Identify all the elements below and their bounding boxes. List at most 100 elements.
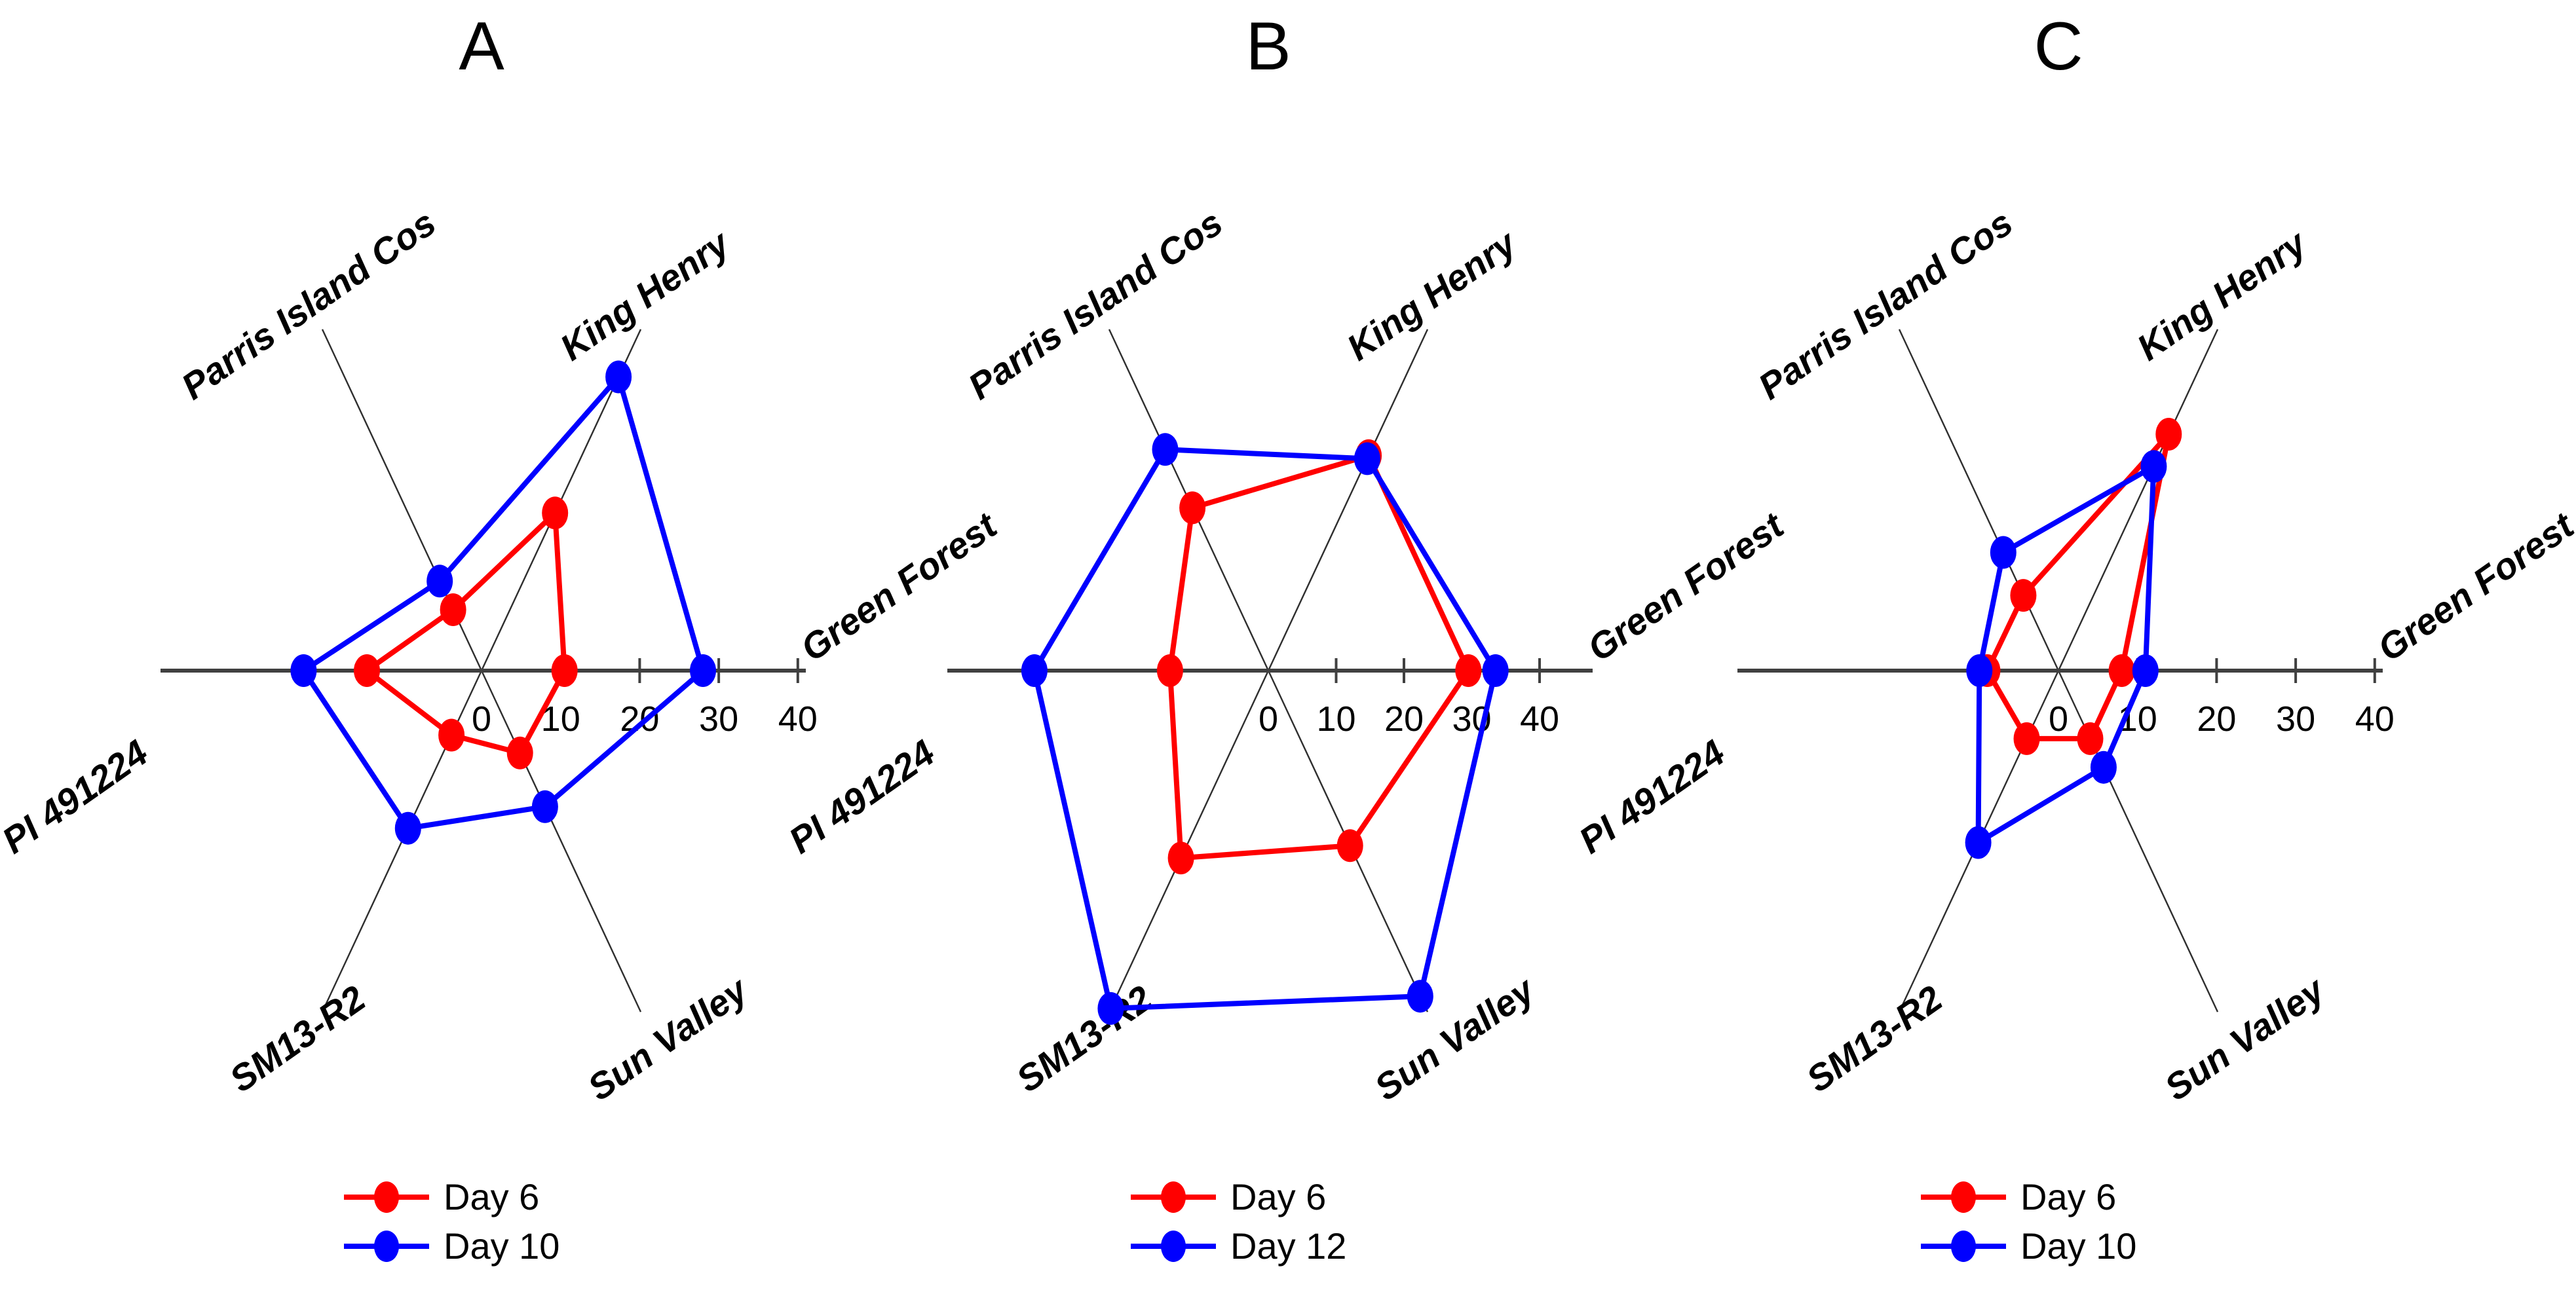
legend-item: Day 10 [344, 1225, 559, 1267]
data-point-day-6-sun-valley [506, 736, 533, 770]
legend-item: Day 12 [1131, 1225, 1346, 1267]
legend-item: Day 6 [344, 1176, 539, 1217]
axis-label-parris-island-cos: Parris Island Cos [1751, 202, 2020, 407]
axis-label-parris-island-cos: Parris Island Cos [174, 202, 443, 407]
data-point-day-10-sun-valley [2090, 751, 2117, 784]
tick-label-40: 40 [778, 699, 818, 739]
data-point-day-10-king-henry [2140, 450, 2167, 483]
data-point-day-10-parris-island-cos [1990, 536, 2017, 569]
legend-item: Day 6 [1921, 1176, 2116, 1217]
legend-dot-day12 [1161, 1231, 1186, 1262]
legend-item: Day 6 [1131, 1176, 1326, 1217]
data-point-day-6-green-forest [2108, 654, 2135, 687]
axis-label-sun-valley: Sun Valley [2157, 968, 2334, 1109]
axis-label-pi-491224: PI 491224 [0, 732, 155, 861]
legend-label-day12: Day 12 [1230, 1225, 1346, 1267]
tick-label-30: 30 [699, 699, 738, 739]
legend-label-day6: Day 6 [444, 1176, 539, 1217]
tick-label-20: 20 [1384, 699, 1424, 739]
data-point-day-10-pi-491224 [1966, 654, 1993, 687]
legend-dot-day10 [1951, 1231, 1976, 1262]
tick-label-40: 40 [1520, 699, 1559, 739]
panel-c-title: C [2034, 9, 2083, 84]
tick-label-30: 30 [2276, 699, 2315, 739]
tick-label-0: 0 [2049, 699, 2068, 739]
data-point-day-6-sm13-r2 [438, 718, 465, 752]
tick-label-0: 0 [1259, 699, 1278, 739]
legend-label-day10: Day 10 [2020, 1225, 2136, 1267]
data-point-day-6-parris-island-cos [1179, 491, 1206, 525]
legend-item: Day 10 [1921, 1225, 2136, 1267]
legend-label-day6: Day 6 [2020, 1176, 2116, 1217]
axis-label-king-henry: King Henry [552, 221, 738, 369]
tick-label-0: 0 [472, 699, 491, 739]
data-point-day-12-sm13-r2 [1097, 992, 1124, 1025]
tick-label-40: 40 [2355, 699, 2395, 739]
tick-label-10: 10 [1316, 699, 1355, 739]
panel-a-legend: Day 6 Day 10 [344, 1176, 559, 1267]
legend-dot-day6 [374, 1181, 399, 1213]
axis-label-sun-valley: Sun Valley [580, 968, 757, 1109]
data-point-day-6-parris-island-cos [440, 593, 466, 626]
axis-label-parris-island-cos: Parris Island Cos [960, 202, 1230, 407]
axis-label-sm13-r2: SM13-R2 [1009, 977, 1160, 1100]
legend-label-day6: Day 6 [1230, 1176, 1326, 1217]
data-point-day-6-green-forest [551, 654, 578, 687]
axis-spoke-king-henry [2057, 329, 2219, 671]
data-point-day-10-sun-valley [531, 790, 558, 823]
panel-b-title: B [1245, 9, 1291, 84]
axis-label-pi-491224: PI 491224 [1572, 732, 1732, 861]
legend-dot-day6 [1161, 1181, 1186, 1213]
legend-dot-day6 [1951, 1181, 1976, 1213]
data-point-day-6-sm13-r2 [1167, 842, 1194, 875]
data-point-day-10-green-forest [2132, 654, 2159, 687]
panel-a-title: A [459, 9, 504, 84]
data-point-day-6-sun-valley [1336, 829, 1363, 862]
panel-c-legend: Day 6 Day 10 [1921, 1176, 2136, 1267]
data-point-day-6-sun-valley [2077, 722, 2104, 755]
data-point-day-6-king-henry [542, 496, 569, 530]
data-point-day-10-pi-491224 [290, 654, 317, 687]
data-point-day-12-parris-island-cos [1152, 433, 1179, 466]
series-polygon-day-6 [1167, 453, 1471, 861]
axis-label-green-forest: Green Forest [1580, 504, 1792, 669]
data-point-day-6-green-forest [1455, 654, 1482, 687]
data-point-day-10-parris-island-cos [426, 565, 453, 598]
data-point-day-10-green-forest [690, 654, 716, 687]
data-point-day-10-king-henry [605, 360, 632, 394]
data-point-day-12-green-forest [1482, 654, 1509, 687]
axis-spoke-sm13-r2 [1108, 670, 1270, 1012]
legend-label-day10: Day 10 [444, 1225, 559, 1267]
panel-b-legend: Day 6 Day 12 [1131, 1176, 1346, 1267]
data-point-day-6-parris-island-cos [2010, 579, 2037, 612]
axis-spoke-parris-island-cos [1898, 329, 2060, 671]
axis-label-king-henry: King Henry [2129, 221, 2315, 369]
data-point-day-6-king-henry [2155, 418, 2182, 451]
axis-spoke-king-henry [1267, 329, 1429, 671]
data-point-day-12-pi-491224 [1021, 654, 1048, 687]
data-point-day-10-sm13-r2 [394, 811, 421, 845]
data-point-day-12-king-henry [1354, 442, 1380, 475]
axis-label-king-henry: King Henry [1339, 221, 1525, 369]
data-point-day-6-pi-491224 [1156, 654, 1183, 687]
axis-label-green-forest: Green Forest [2370, 504, 2576, 669]
axis-spoke-sun-valley [480, 670, 642, 1012]
data-point-day-12-sun-valley [1407, 980, 1433, 1013]
tick-label-20: 20 [2197, 699, 2236, 739]
tick-label-20: 20 [620, 699, 659, 739]
axis-label-sun-valley: Sun Valley [1367, 968, 1544, 1109]
data-point-day-6-sm13-r2 [2013, 722, 2040, 755]
data-point-day-10-sm13-r2 [1965, 826, 1992, 859]
axis-label-pi-491224: PI 491224 [782, 732, 942, 861]
data-point-day-6-pi-491224 [354, 654, 380, 687]
axis-label-sm13-r2: SM13-R2 [222, 977, 373, 1100]
legend-dot-day10 [374, 1231, 399, 1262]
axis-label-green-forest: Green Forest [793, 504, 1006, 669]
